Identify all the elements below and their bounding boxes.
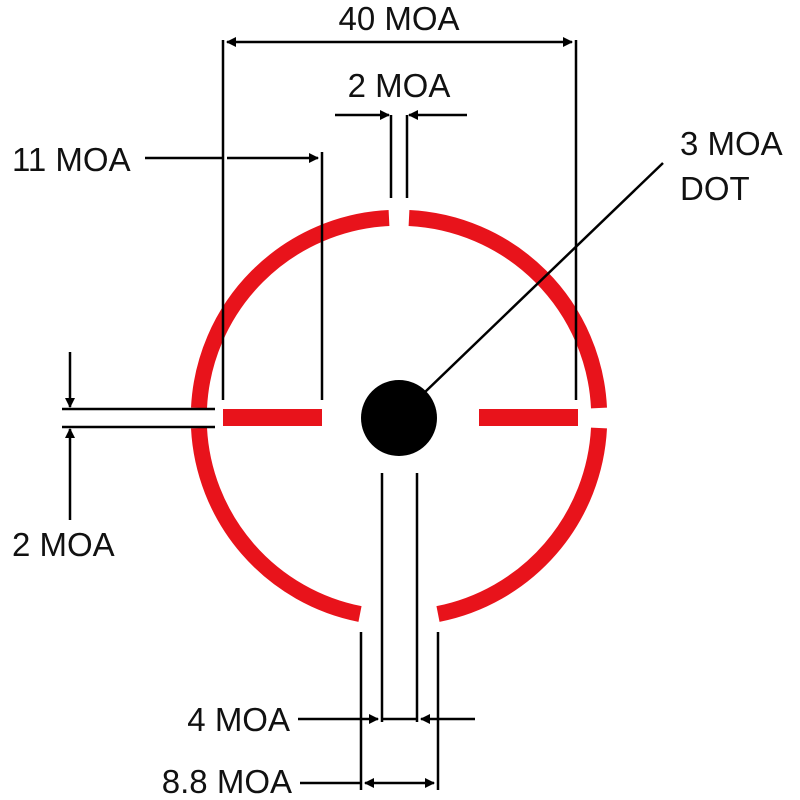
stem-width-label: 4 MOA: [187, 701, 290, 738]
center-dot: [361, 380, 437, 456]
bottom-gap-label: 8.8 MOA: [162, 763, 292, 800]
reticle-arc-bottom-right: [436, 427, 607, 622]
reticle-arc-top-right: [408, 210, 607, 409]
side-gap-label: 2 MOA: [12, 526, 115, 563]
overall-width-label: 40 MOA: [338, 0, 459, 37]
stadia-bar-right: [479, 409, 578, 426]
dot-leader: [423, 162, 664, 394]
reticle: [191, 210, 607, 622]
stadia-bar-left: [223, 409, 322, 426]
top-gap-label: 2 MOA: [348, 67, 451, 104]
dot-label-line2: DOT: [680, 170, 750, 207]
reticle-arc-top-left: [191, 210, 390, 409]
dot-label-line1: 3 MOA: [680, 125, 783, 162]
stadia-length-label: 11 MOA: [12, 141, 131, 178]
dimension-lines: [62, 37, 664, 790]
reticle-arc-bottom-left: [191, 427, 362, 622]
